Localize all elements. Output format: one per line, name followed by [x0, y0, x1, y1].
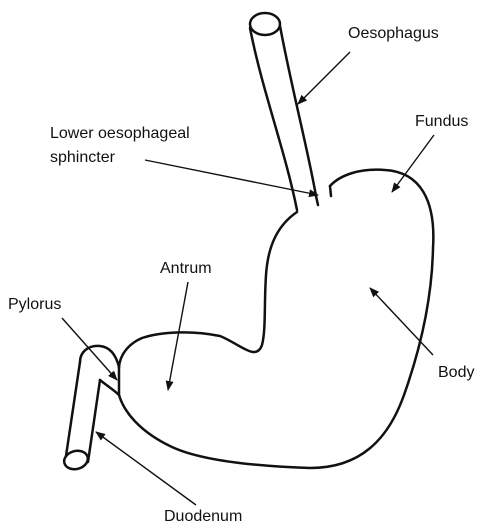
fundus-arrow — [392, 135, 434, 192]
duodenum-structure — [62, 362, 119, 472]
stomach-outline — [119, 170, 433, 468]
label-pylorus: Pylorus — [8, 296, 61, 313]
label-antrum: Antrum — [160, 260, 212, 277]
label-body: Body — [438, 364, 474, 381]
label-duodenum: Duodenum — [164, 508, 242, 525]
lesser-curvature — [119, 212, 297, 367]
oesophagus-arrow — [298, 52, 350, 104]
label-les-line2: sphincter — [50, 149, 116, 166]
antrum-arrow — [168, 282, 188, 390]
label-fundus: Fundus — [415, 113, 468, 130]
label-les-line1: Lower oesophageal — [50, 125, 190, 142]
duodenum-arrow — [96, 432, 196, 505]
label-oesophagus: Oesophagus — [348, 25, 439, 42]
oesophagus-structure — [250, 13, 316, 210]
les-arrow — [145, 160, 318, 195]
